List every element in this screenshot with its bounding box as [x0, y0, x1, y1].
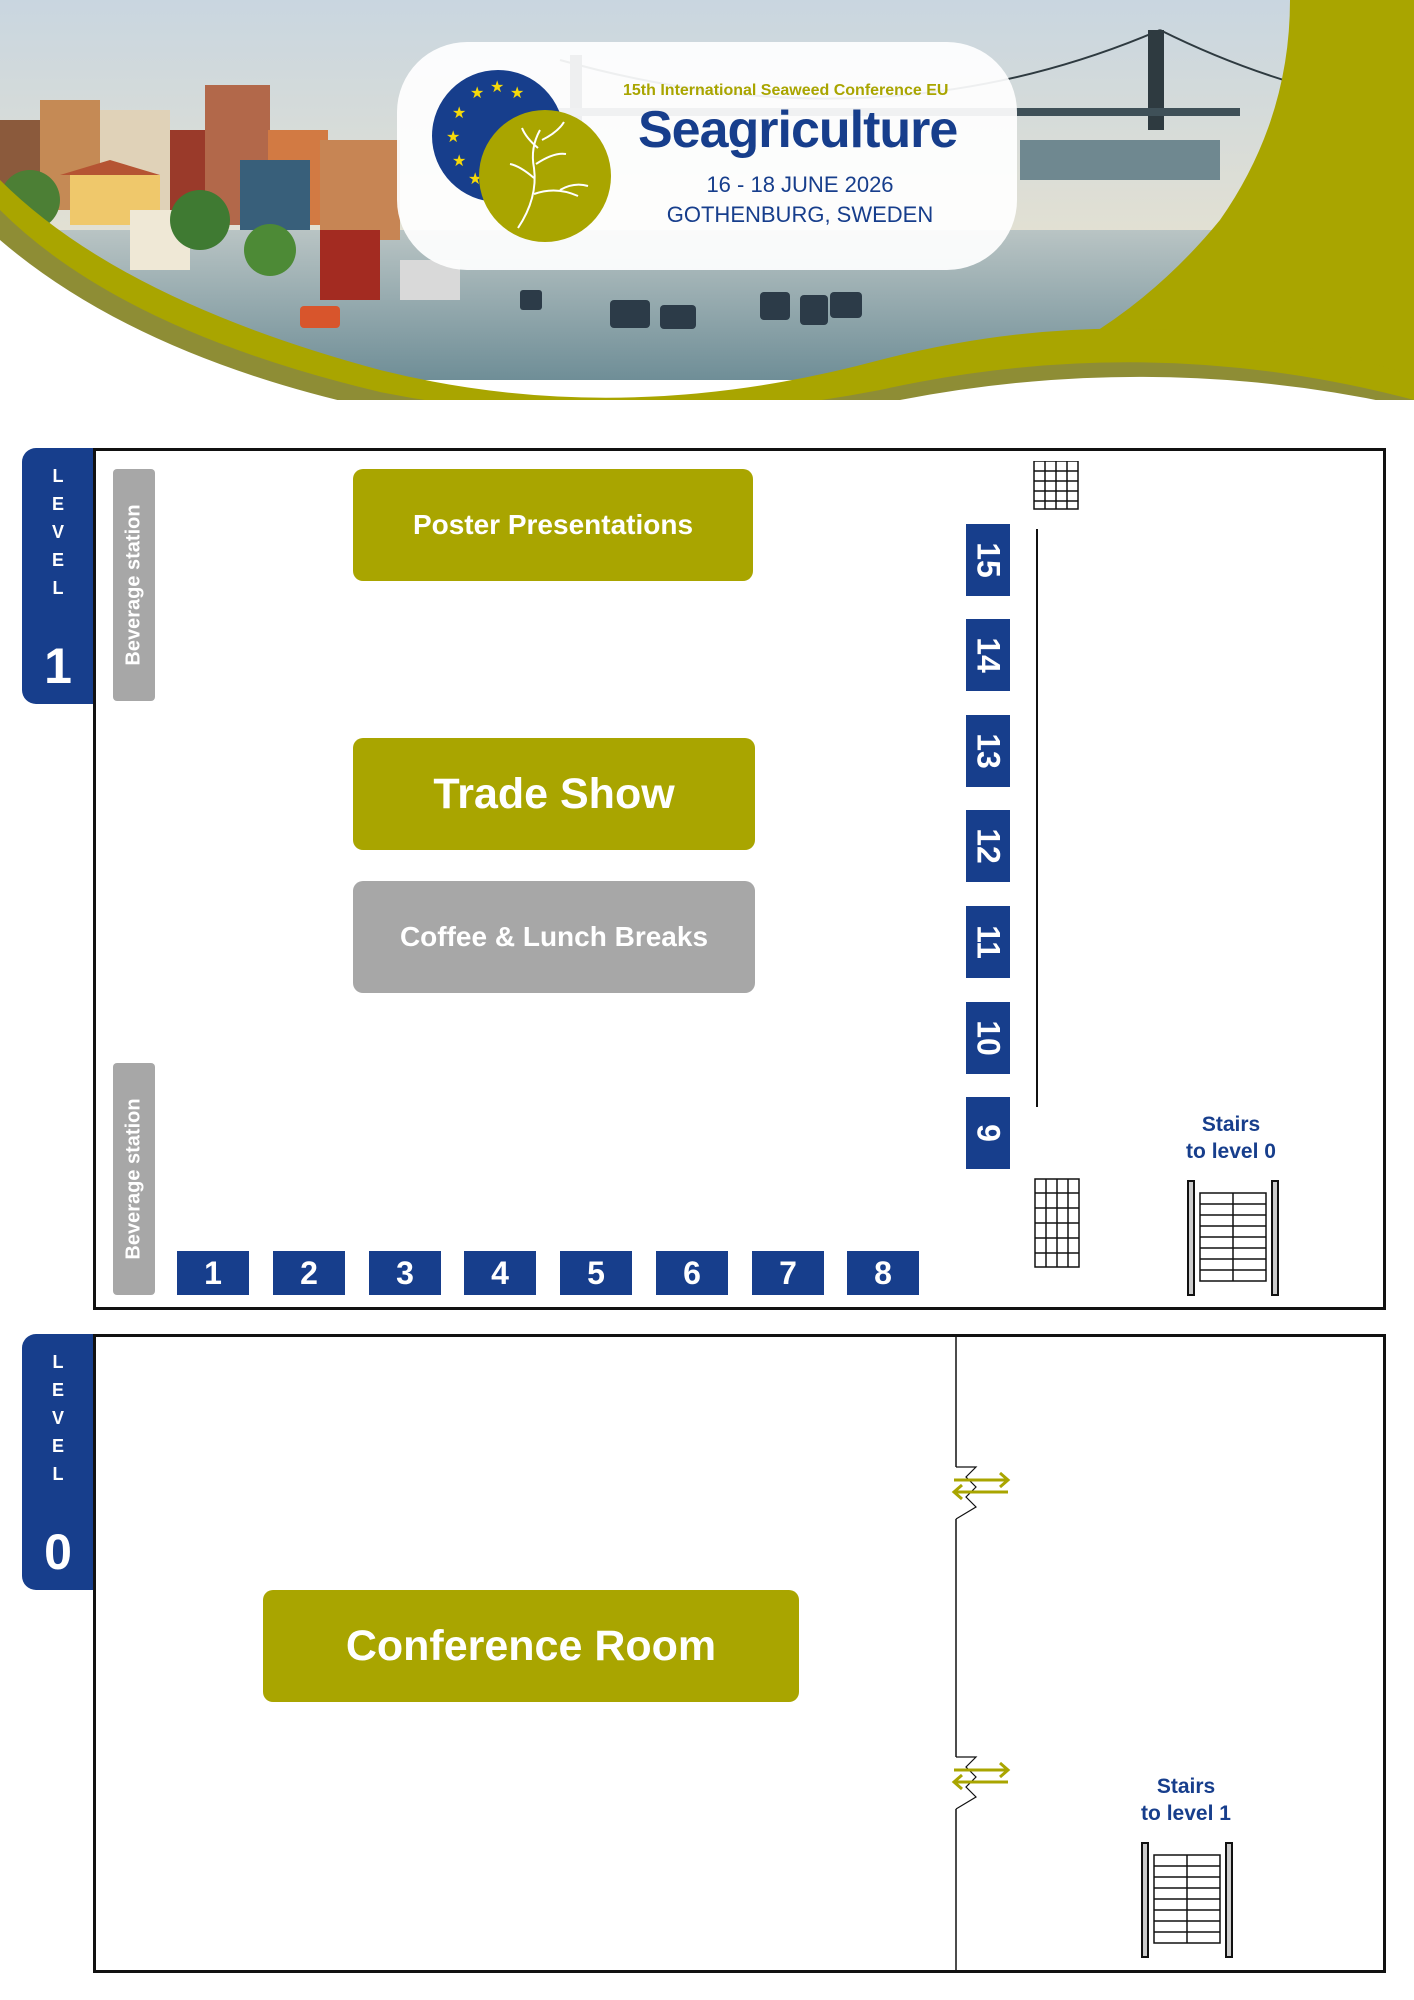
grid-fixture-bottom-icon — [1034, 1178, 1080, 1268]
door-bottom-icon — [955, 1756, 978, 1810]
entry-arrows-bottom-icon — [951, 1761, 1011, 1791]
svg-text:★: ★ — [446, 127, 460, 146]
header-banner: ★ ★ ★ ★ ★ ★ ★ 15th International Seaweed… — [0, 0, 1414, 440]
beverage-station-bottom: Beverage station — [113, 1063, 155, 1295]
booth-12: 12 — [966, 810, 1010, 882]
booth-2: 2 — [273, 1251, 345, 1295]
booth-14: 14 — [966, 619, 1010, 691]
seagriculture-logo: ★ ★ ★ ★ ★ ★ ★ — [432, 70, 611, 242]
svg-text:★: ★ — [490, 77, 504, 96]
level-0-tab-word: L E V E L — [51, 1352, 64, 1484]
boats — [300, 290, 862, 329]
level-0-number: 0 — [44, 1524, 72, 1580]
coffee-lunch-breaks-area: Coffee & Lunch Breaks — [353, 881, 755, 993]
svg-text:★: ★ — [468, 169, 482, 188]
booth-1: 1 — [177, 1251, 249, 1295]
booth-15: 15 — [966, 524, 1010, 596]
seaweed-circle — [479, 110, 611, 242]
booth-13: 13 — [966, 715, 1010, 787]
booth-4: 4 — [464, 1251, 536, 1295]
event-location: GOTHENBURG, SWEDEN — [666, 202, 934, 227]
side-wall — [1033, 461, 1079, 1107]
level-0-floorplan: Conference Room Stairs to level 1 — [93, 1334, 1386, 1973]
event-dates: 16 - 18 JUNE 2026 — [706, 172, 894, 197]
booth-6: 6 — [656, 1251, 728, 1295]
stairs-icon — [1187, 1180, 1279, 1296]
stairs-icon — [1141, 1842, 1233, 1958]
booth-11: 11 — [966, 906, 1010, 978]
level-1-tab-word: L E V E L — [51, 466, 64, 598]
poster-presentations-area: Poster Presentations — [353, 469, 753, 581]
booth-3: 3 — [369, 1251, 441, 1295]
level-0-tab: L E V E L 0 — [22, 1334, 94, 1590]
stairs-to-level-0-label: Stairs to level 0 — [1186, 1113, 1276, 1163]
booth-9: 9 — [966, 1097, 1010, 1169]
booth-7: 7 — [752, 1251, 824, 1295]
svg-text:★: ★ — [470, 83, 484, 102]
seaweed-tree-icon — [509, 121, 589, 229]
svg-text:★: ★ — [452, 151, 466, 170]
svg-text:★: ★ — [510, 83, 524, 102]
svg-text:★: ★ — [452, 103, 466, 122]
booth-5: 5 — [560, 1251, 632, 1295]
level-1-number: 1 — [44, 638, 72, 694]
booth-8: 8 — [847, 1251, 919, 1295]
city-buildings — [0, 85, 460, 300]
beverage-station-top: Beverage station — [113, 469, 155, 701]
level-1-tab: L E V E L 1 — [22, 448, 94, 704]
level-1-floorplan: Beverage station Beverage station Poster… — [93, 448, 1386, 1310]
conference-edition: 15th International Seaweed Conference EU — [623, 82, 949, 99]
trade-show-area: Trade Show — [353, 738, 755, 850]
brand-name: Seagriculture — [638, 101, 958, 159]
partition-wall — [951, 1337, 1011, 1970]
conference-room: Conference Room — [263, 1590, 799, 1702]
booth-10: 10 — [966, 1002, 1010, 1074]
eu-stars-icon: ★ ★ ★ ★ ★ ★ ★ — [446, 77, 524, 188]
door-top-icon — [955, 1466, 978, 1520]
stairs-to-level-1-label: Stairs to level 1 — [1141, 1775, 1231, 1825]
grid-fixture-top-icon — [1033, 461, 1079, 510]
entry-arrows-top-icon — [951, 1471, 1011, 1501]
